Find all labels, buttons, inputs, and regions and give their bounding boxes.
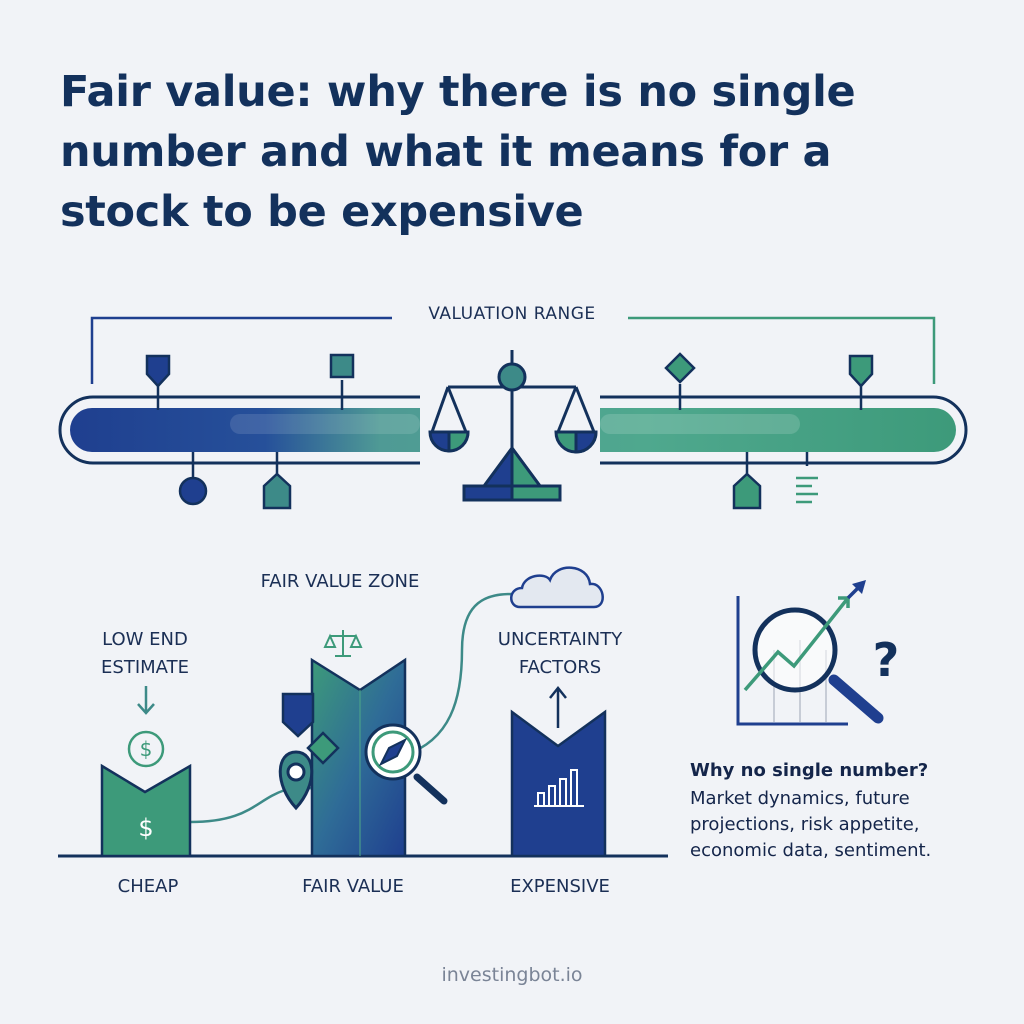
range-marker bbox=[262, 452, 292, 510]
expensive-label: EXPENSIVE bbox=[510, 876, 610, 897]
uncertainty-factors-label: UNCERTAINTY FACTORS bbox=[497, 629, 623, 678]
down-arrow-icon bbox=[137, 686, 155, 715]
question-mark-icon: ? bbox=[873, 633, 900, 687]
cheap-label: CHEAP bbox=[117, 876, 179, 897]
why-title: Why no single number? bbox=[690, 760, 929, 781]
cloud-icon bbox=[510, 566, 604, 609]
range-marker bbox=[329, 353, 355, 410]
balance-scale-icon bbox=[323, 630, 363, 657]
dollar-coin-icon bbox=[127, 730, 165, 768]
range-marker bbox=[848, 354, 874, 410]
range-marker bbox=[145, 354, 171, 410]
valuation-range-bracket bbox=[90, 316, 936, 384]
fair-value-label: FAIR VALUE bbox=[302, 876, 404, 897]
balance-scale-icon bbox=[428, 350, 598, 502]
range-marker bbox=[732, 452, 762, 510]
expensive-block bbox=[510, 709, 607, 858]
bar-chart-icon bbox=[534, 769, 584, 807]
cheap-block bbox=[100, 763, 192, 858]
page-title: Fair value: why there is no single numbe… bbox=[60, 67, 856, 237]
coin-symbol: $ bbox=[140, 737, 153, 761]
footer-brand: investingbot.io bbox=[441, 964, 583, 986]
low-end-estimate-label: LOW END ESTIMATE bbox=[101, 629, 189, 678]
magnifier-chart-icon bbox=[736, 580, 884, 726]
range-marker bbox=[664, 352, 696, 410]
compass-magnifier-icon bbox=[364, 723, 448, 805]
why-body: Market dynamics, future projections, ris… bbox=[690, 788, 932, 861]
location-pin-icon bbox=[278, 750, 314, 811]
valuation-range-label: VALUATION RANGE bbox=[428, 304, 596, 324]
fair-value-zone-label: FAIR VALUE ZONE bbox=[260, 571, 420, 592]
fair-value-block bbox=[281, 657, 407, 858]
cheap-block-symbol: $ bbox=[138, 814, 153, 842]
range-marker bbox=[796, 452, 818, 504]
range-marker bbox=[178, 452, 208, 506]
up-arrow-icon bbox=[549, 685, 567, 728]
